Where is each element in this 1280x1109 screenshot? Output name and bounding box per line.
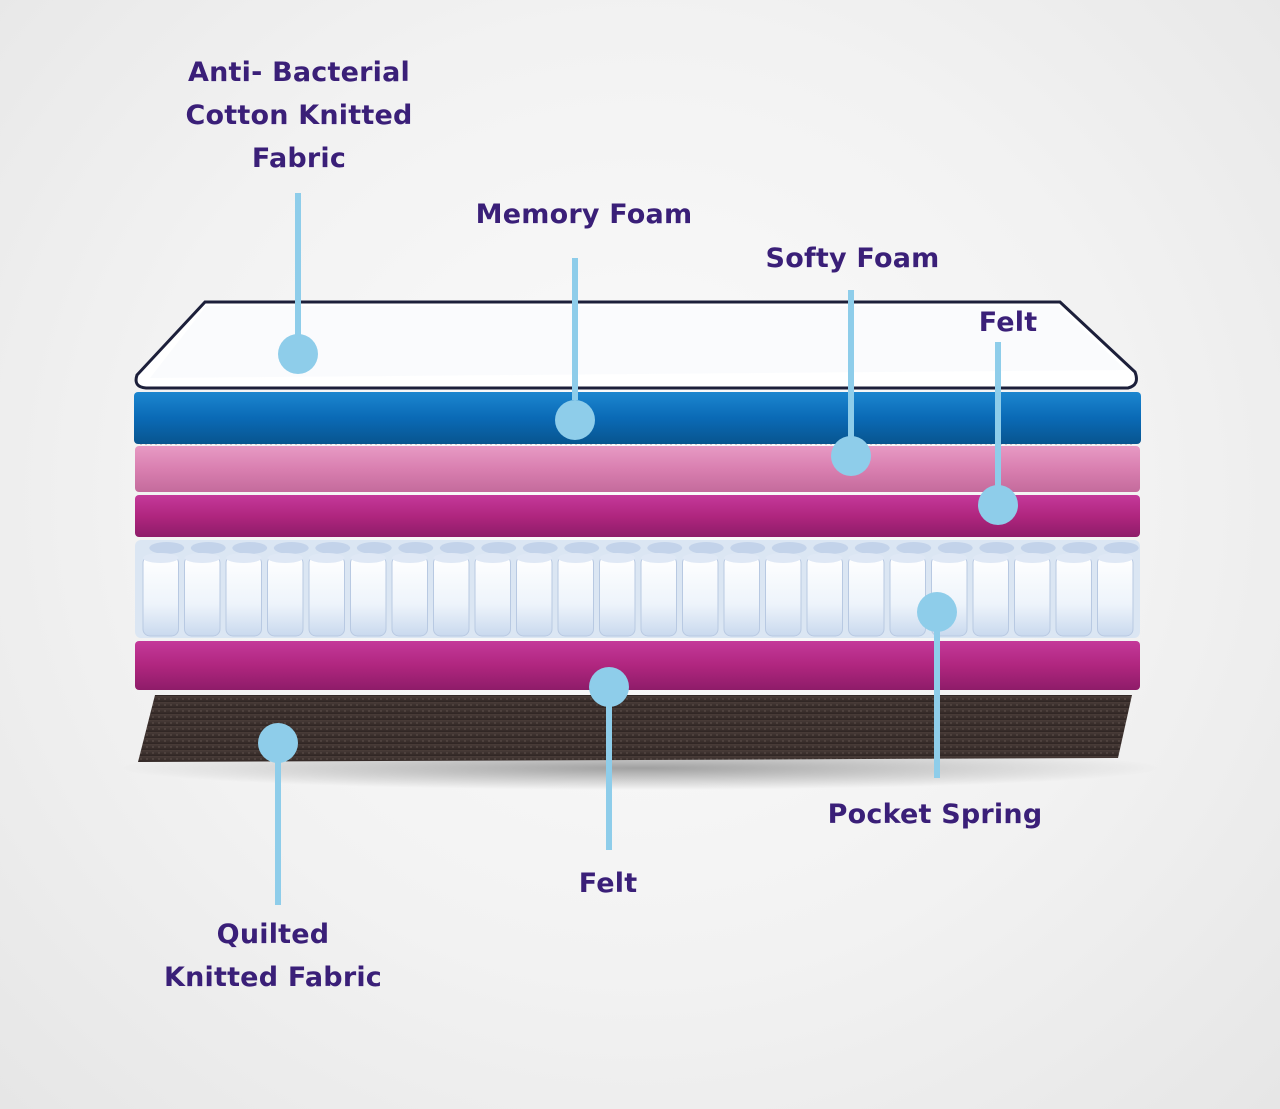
spring-coil (806, 555, 843, 637)
spring-cap (475, 553, 511, 563)
callout-dot-anti-bacterial (278, 334, 318, 374)
spring-top (564, 542, 600, 554)
spring-coil (516, 555, 553, 637)
spring-coil (350, 555, 387, 637)
spring-coil (225, 555, 262, 637)
spring-top (979, 542, 1015, 554)
spring-top (273, 542, 309, 554)
spring-coil (972, 555, 1009, 637)
spring-top (481, 542, 517, 554)
spring-coil (682, 555, 719, 637)
spring-cap (558, 553, 594, 563)
spring-coil (1055, 555, 1092, 637)
spring-coil (765, 555, 802, 637)
spring-cap (226, 553, 262, 563)
layer-pocket-spring (135, 540, 1140, 638)
label-pocket-spring: Pocket Spring (827, 799, 1043, 830)
spring-cap (1014, 553, 1050, 563)
spring-coil (267, 555, 304, 637)
callout-dot-softy-foam (831, 436, 871, 476)
spring-coil (723, 555, 760, 637)
spring-cap (433, 553, 469, 563)
spring-coil (1097, 555, 1134, 637)
spring-coil (599, 555, 636, 637)
label-softy-foam: Softy Foam (765, 243, 940, 274)
layer-softy-foam (135, 446, 1140, 492)
spring-top (398, 542, 434, 554)
spring-cap (1056, 553, 1092, 563)
spring-top (356, 542, 392, 554)
spring-cap (724, 553, 760, 563)
label-felt-top: Felt (978, 307, 1038, 338)
spring-cap (184, 553, 220, 563)
spring-top (730, 542, 766, 554)
spring-coil (391, 555, 428, 637)
spring-coil (308, 555, 345, 637)
callout-dot-quilted (258, 723, 298, 763)
label-quilted-line-1: Quilted (216, 919, 330, 950)
label-anti-bacterial-line-3: Fabric (251, 143, 347, 174)
spring-coil (474, 555, 511, 637)
spring-cap (392, 553, 428, 563)
spring-coil (848, 555, 885, 637)
spring-cap (516, 553, 552, 563)
spring-top (813, 542, 849, 554)
spring-cap (931, 553, 967, 563)
spring-top (771, 542, 807, 554)
label-anti-bacterial-line-1: Anti- Bacterial (188, 57, 410, 88)
label-anti-bacterial-fabric: Anti- Bacterial Cotton Knitted Fabric (168, 51, 430, 180)
spring-coil (142, 555, 179, 637)
spring-top (149, 542, 185, 554)
spring-top (688, 542, 724, 554)
spring-coil (557, 555, 594, 637)
spring-cap (848, 553, 884, 563)
spring-cap (143, 553, 179, 563)
spring-top (232, 542, 268, 554)
spring-cap (682, 553, 718, 563)
spring-top (315, 542, 351, 554)
spring-top (605, 542, 641, 554)
callout-dot-felt-top (978, 485, 1018, 525)
spring-top (439, 542, 475, 554)
spring-coil (1014, 555, 1051, 637)
label-memory-foam: Memory Foam (475, 199, 693, 230)
spring-cap (765, 553, 801, 563)
spring-top (1103, 542, 1139, 554)
layer-memory-foam (134, 392, 1141, 444)
layer-felt-top (135, 495, 1140, 537)
spring-cap (890, 553, 926, 563)
spring-coil (184, 555, 221, 637)
spring-cap (350, 553, 386, 563)
spring-top (1020, 542, 1056, 554)
layer-quilted-knitted-fabric (138, 695, 1132, 762)
spring-cap (599, 553, 635, 563)
spring-cap (267, 553, 303, 563)
layer-felt-bottom (135, 641, 1140, 690)
spring-top (1062, 542, 1098, 554)
spring-top (854, 542, 890, 554)
spring-cap (309, 553, 345, 563)
callout-dot-memory-foam (555, 400, 595, 440)
label-quilted-line-2: Knitted Fabric (163, 962, 383, 993)
label-quilted-knitted-fabric: Quilted Knitted Fabric (148, 913, 398, 999)
spring-coil (433, 555, 470, 637)
callouts (258, 193, 1018, 905)
spring-top (896, 542, 932, 554)
spring-top (522, 542, 558, 554)
spring-cap (1097, 553, 1133, 563)
spring-top (647, 542, 683, 554)
spring-top (190, 542, 226, 554)
spring-cap (807, 553, 843, 563)
callout-dot-felt-bottom (589, 667, 629, 707)
label-anti-bacterial-line-2: Cotton Knitted (185, 100, 413, 131)
label-felt-bottom: Felt (578, 868, 638, 899)
spring-coil (889, 555, 926, 637)
spring-top (937, 542, 973, 554)
spring-cap (973, 553, 1009, 563)
spring-coil (640, 555, 677, 637)
spring-cap (641, 553, 677, 563)
callout-dot-pocket-spring (917, 592, 957, 632)
